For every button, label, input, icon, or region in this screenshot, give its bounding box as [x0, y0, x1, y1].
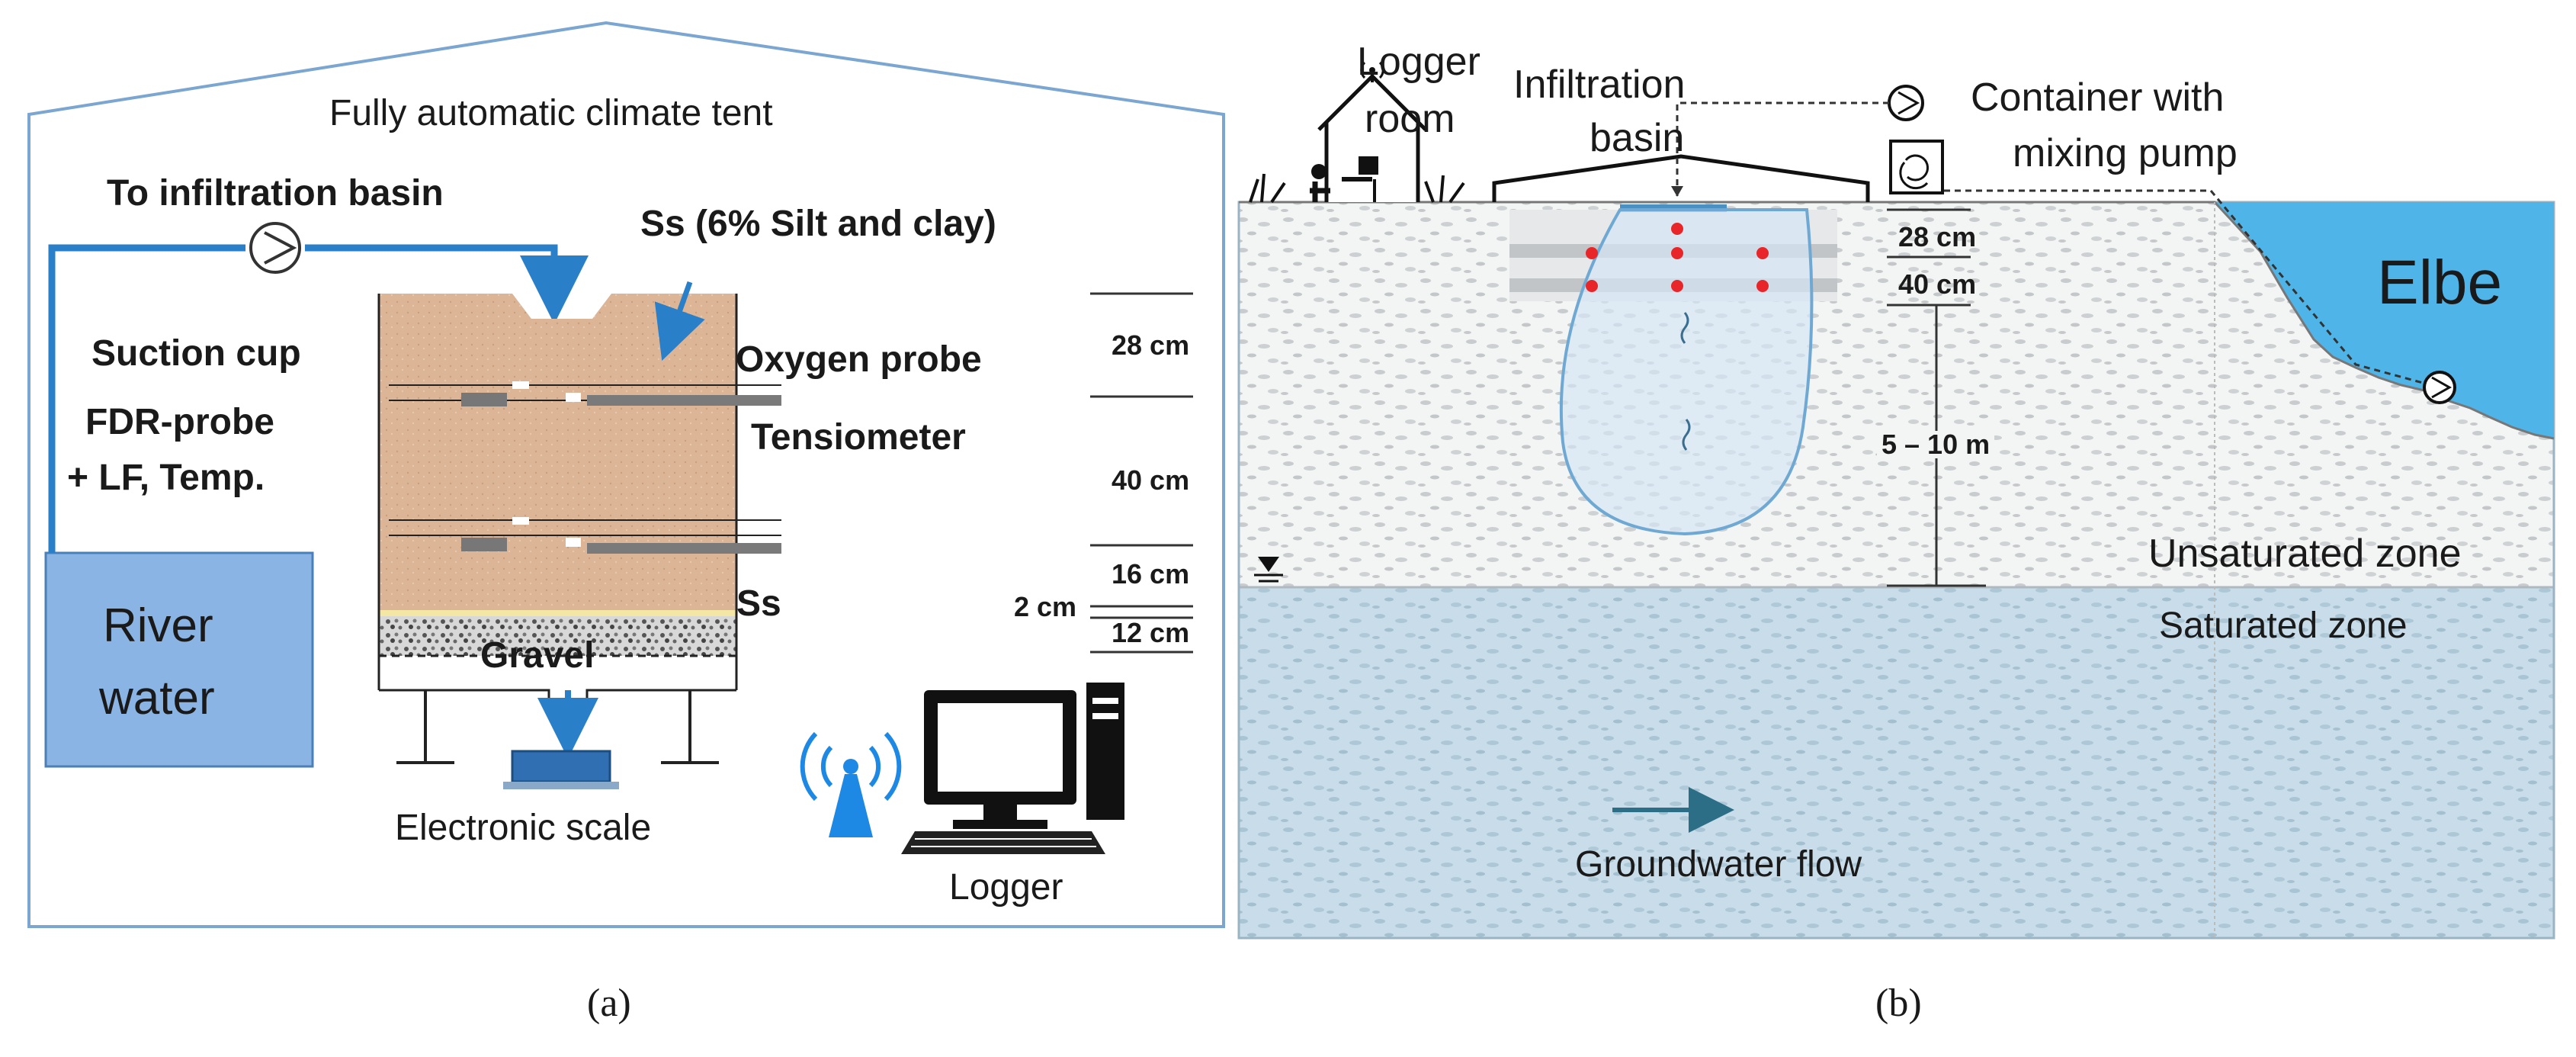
- basin-roof: [1492, 154, 1870, 202]
- probes-lower: [389, 517, 781, 554]
- logger-room-label-2: room: [1365, 97, 1455, 141]
- column-stand: [396, 690, 719, 764]
- depth-2-a: 2 cm: [1014, 591, 1077, 622]
- water-table-symbol: [1254, 557, 1283, 583]
- saturated-zone-label: Saturated zone: [2159, 606, 2408, 646]
- sensor-points: [1586, 223, 1769, 292]
- caption-a: (a): [587, 982, 631, 1025]
- depth-28-a: 28 cm: [1112, 329, 1190, 361]
- river-water-label-2: water: [99, 672, 215, 724]
- panel-a: [27, 21, 1225, 928]
- grass-tufts: [1249, 173, 1465, 204]
- logger-room-label: Logger: [1357, 40, 1480, 84]
- fdr-probe-label-2: + LF, Temp.: [67, 458, 265, 498]
- container-label: Container with: [1971, 76, 2225, 120]
- caption-b: (b): [1875, 982, 1922, 1025]
- computer-logger-icon: [901, 683, 1124, 854]
- container-label-2: mixing pump: [2013, 131, 2238, 175]
- groundwater-flow-label: Groundwater flow: [1575, 844, 1862, 885]
- depth-40-b: 40 cm: [1898, 268, 1977, 300]
- supply-pipe-2: [305, 244, 589, 324]
- elbe-label: Elbe: [2377, 248, 2503, 317]
- fdr-probe-label: FDR-probe: [85, 402, 274, 442]
- elbe-river: [2215, 202, 2554, 439]
- unsaturated-zone-label: Unsaturated zone: [2148, 532, 2462, 576]
- climate-tent-outline: [27, 21, 1225, 928]
- depth-range-b: 5 – 10 m: [1877, 431, 1995, 458]
- ss-layer: [379, 610, 736, 616]
- river-intake-line: [1944, 189, 2440, 389]
- depth-28-b: 28 cm: [1898, 221, 1977, 252]
- tensiometer-label: Tensiometer: [751, 417, 966, 458]
- pump-icon: [249, 222, 301, 274]
- river-water-label: River: [103, 599, 213, 652]
- depth-12-a: 12 cm: [1112, 617, 1190, 648]
- logger-label: Logger: [949, 867, 1063, 908]
- depth-scale-a: [1090, 292, 1193, 654]
- scale-label: Electronic scale: [395, 808, 652, 848]
- depth-16-a: 16 cm: [1112, 558, 1190, 590]
- soil-column: [379, 294, 736, 610]
- oxygen-probe-label: Oxygen probe: [736, 339, 982, 380]
- soil-label: Ss (6% Silt and clay): [640, 204, 996, 244]
- mixing-container: [1889, 140, 1944, 194]
- tent-title: Fully automatic climate tent: [329, 93, 773, 133]
- gravel-layer: [379, 616, 736, 656]
- infiltration-basin-label: Infiltration: [1513, 63, 1686, 107]
- ss-layer-label: Ss: [736, 583, 781, 624]
- ground-surface: [1239, 201, 2555, 440]
- infiltration-plume: [1559, 208, 1814, 536]
- suction-cup-label: Suction cup: [91, 333, 301, 374]
- supply-pipe: [48, 244, 245, 553]
- depth-40-a: 40 cm: [1112, 464, 1190, 496]
- river-water-tank: [44, 551, 314, 768]
- column-funnel: [379, 689, 736, 709]
- antenna-icon: [1360, 61, 1384, 82]
- electronic-scale: [511, 750, 611, 783]
- inflow-label: To infiltration basin: [107, 173, 444, 214]
- river-pump-icon: [2423, 371, 2456, 404]
- infiltration-basin-label-2: basin: [1590, 116, 1685, 160]
- probes-upper: [389, 381, 781, 406]
- panel-b: [1237, 61, 2555, 940]
- gravel-label: Gravel: [480, 635, 595, 676]
- container-pump-icon: [1888, 85, 1924, 121]
- seepage-arrows: [1680, 312, 1691, 451]
- wireless-antenna-icon: [800, 731, 902, 837]
